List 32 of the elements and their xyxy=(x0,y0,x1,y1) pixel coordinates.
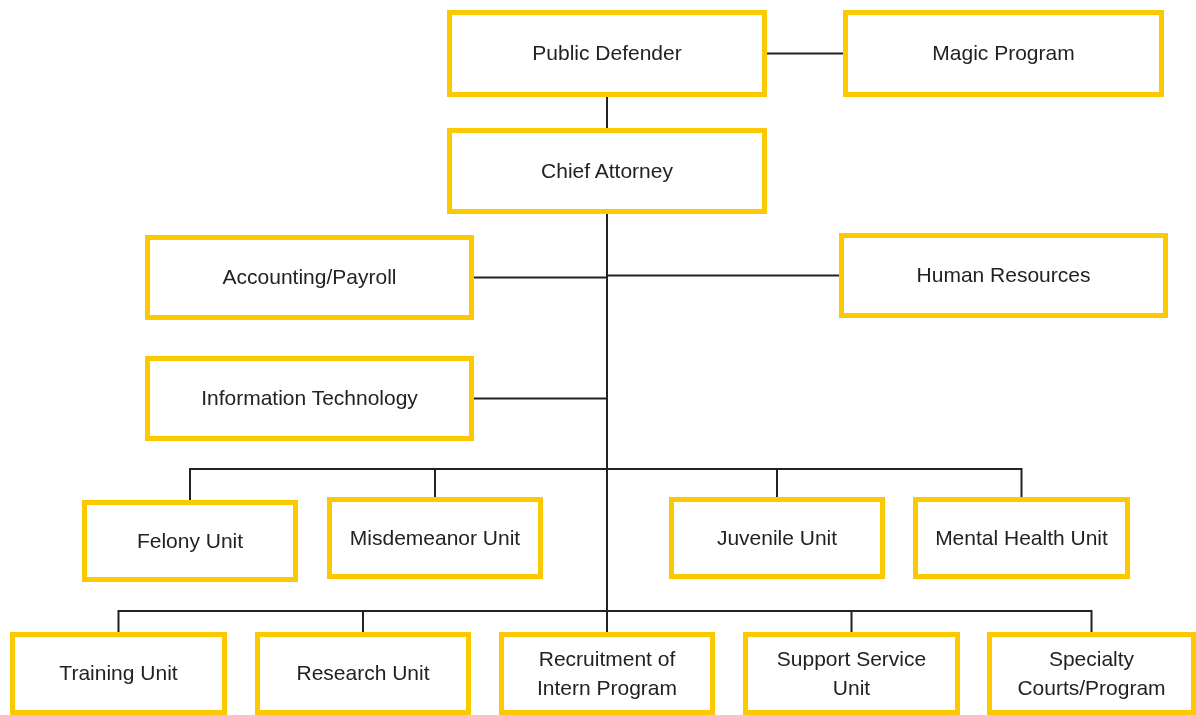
box-label: Accounting/Payroll xyxy=(222,264,397,291)
org-box xyxy=(843,10,1164,97)
org-box xyxy=(10,632,227,715)
org-box xyxy=(327,497,543,579)
box-label: Support Service Unit xyxy=(775,646,928,701)
org-box xyxy=(743,632,960,715)
box-label: Chief Attorney xyxy=(541,157,673,184)
org-box xyxy=(669,497,885,579)
box-label: Recruitment of Intern Program xyxy=(535,646,679,701)
org-box xyxy=(447,128,767,214)
org-box xyxy=(255,632,471,715)
box-label: Juvenile Unit xyxy=(716,524,838,551)
box-label: Research Unit xyxy=(296,660,430,687)
org-box xyxy=(82,500,298,582)
box-label: Specialty Courts/Program xyxy=(1016,646,1167,701)
box-label: Misdemeanor Unit xyxy=(349,524,521,551)
box-label: Public Defender xyxy=(532,40,682,67)
org-box xyxy=(839,233,1168,318)
box-label: Magic Program xyxy=(932,40,1075,67)
org-box xyxy=(913,497,1130,579)
box-label: Training Unit xyxy=(59,660,178,687)
box-label: Human Resources xyxy=(916,262,1091,289)
connector-line xyxy=(766,52,844,55)
box-label: Mental Health Unit xyxy=(935,524,1108,551)
box-label: Information Technology xyxy=(201,385,418,412)
org-box xyxy=(447,10,767,97)
box-label: Felony Unit xyxy=(136,527,244,554)
org-box xyxy=(145,356,474,441)
org-box xyxy=(987,632,1196,715)
org-box xyxy=(499,632,715,715)
org-box xyxy=(145,235,474,320)
connector-line xyxy=(606,96,608,129)
